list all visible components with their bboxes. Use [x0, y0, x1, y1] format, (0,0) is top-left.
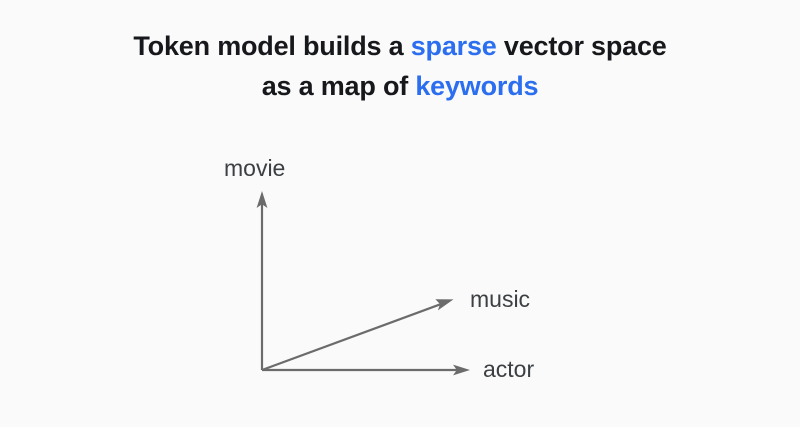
title-line-1: Token model builds a sparse vector space	[0, 26, 800, 66]
axis-label-music: music	[470, 286, 531, 312]
title-line-2: as a map of keywords	[0, 66, 800, 106]
page-title: Token model builds a sparse vector space…	[0, 26, 800, 106]
diagonal-vector-arrowhead-icon	[435, 299, 454, 311]
title-line1-part-3: vector space	[496, 31, 667, 61]
vector-space-diagram: movie music actor	[0, 140, 800, 410]
y-axis-group	[256, 191, 268, 370]
y-axis-arrowhead-icon	[256, 191, 268, 208]
title-keyword-keywords: keywords	[415, 71, 539, 101]
title-keyword-sparse: sparse	[410, 31, 497, 61]
title-line2-part-1: as a map of	[261, 71, 416, 101]
diagonal-vector-group	[261, 299, 454, 372]
diagonal-vector-line	[261, 302, 444, 372]
x-axis-arrowhead-icon	[453, 364, 470, 376]
x-axis-group	[262, 364, 470, 376]
title-line1-part-1: Token model builds a	[133, 31, 411, 61]
axes-svg	[256, 191, 470, 376]
axis-label-actor: actor	[483, 356, 535, 382]
axis-label-movie: movie	[224, 155, 286, 181]
